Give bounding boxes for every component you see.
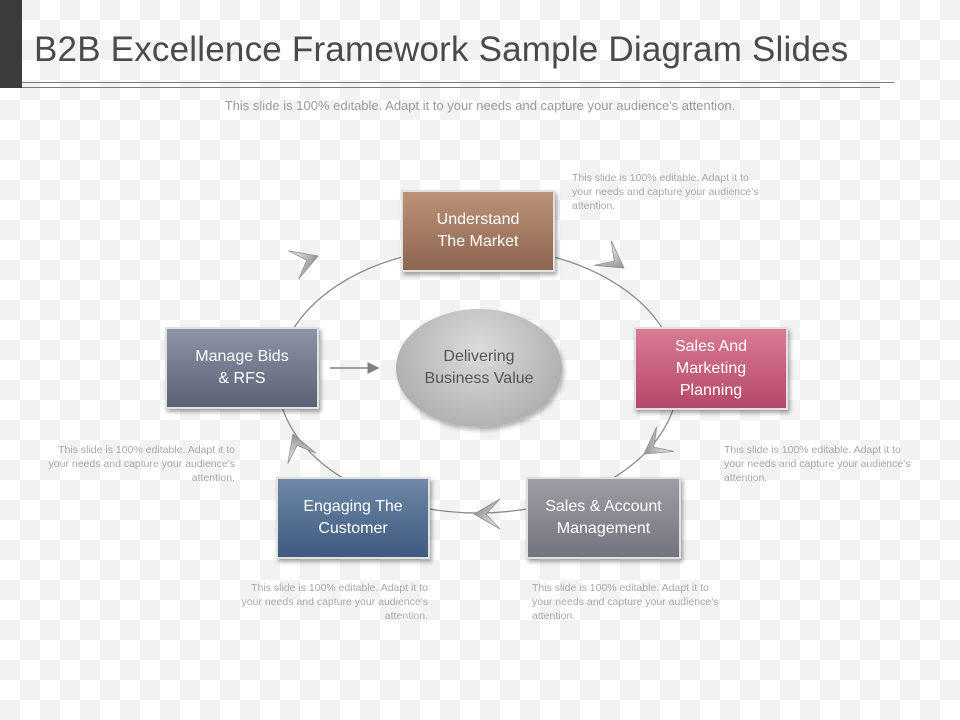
note-text: This slide is 100% editable. Adapt it to… xyxy=(724,444,911,484)
title-divider xyxy=(22,82,894,83)
step-understand-the-market[interactable]: Understand The Market xyxy=(401,190,555,272)
step-label: Understand The Market xyxy=(436,211,520,250)
step-label: Sales & Account Management xyxy=(545,498,662,537)
step-manage-bids-and-rfs[interactable]: Manage Bids & RFS xyxy=(165,327,319,409)
cycle-arrow-icon xyxy=(288,250,319,280)
step-engaging-the-customer[interactable]: Engaging The Customer xyxy=(276,477,430,559)
note-text: This slide is 100% editable. Adapt it to… xyxy=(572,172,759,212)
cycle-arrow-icon xyxy=(287,433,317,464)
title-accent-bar xyxy=(0,0,22,88)
cycle-arrow-icon xyxy=(643,426,674,455)
center-node-delivering-business-value[interactable]: Delivering Business Value xyxy=(396,309,562,427)
step-label: Engaging The Customer xyxy=(303,498,403,537)
note-text: This slide is 100% editable. Adapt it to… xyxy=(48,444,235,484)
step-label: Manage Bids & RFS xyxy=(195,348,289,387)
title-divider-secondary xyxy=(22,87,880,88)
step-sales-and-account-management[interactable]: Sales & Account Management xyxy=(526,477,681,559)
cycle-arrow-icon xyxy=(473,498,501,530)
note-text: This slide is 100% editable. Adapt it to… xyxy=(532,582,719,622)
step-sales-and-marketing-planning[interactable]: Sales And Marketing Planning xyxy=(634,327,788,410)
step-label: Sales And Marketing Planning xyxy=(674,337,748,399)
note-text: This slide is 100% editable. Adapt it to… xyxy=(241,582,428,622)
page-title: B2B Excellence Framework Sample Diagram … xyxy=(34,30,849,69)
center-label: Delivering Business Value xyxy=(424,348,534,387)
page-subtitle: This slide is 100% editable. Adapt it to… xyxy=(224,98,736,113)
cycle-arrow-icon xyxy=(594,240,625,269)
